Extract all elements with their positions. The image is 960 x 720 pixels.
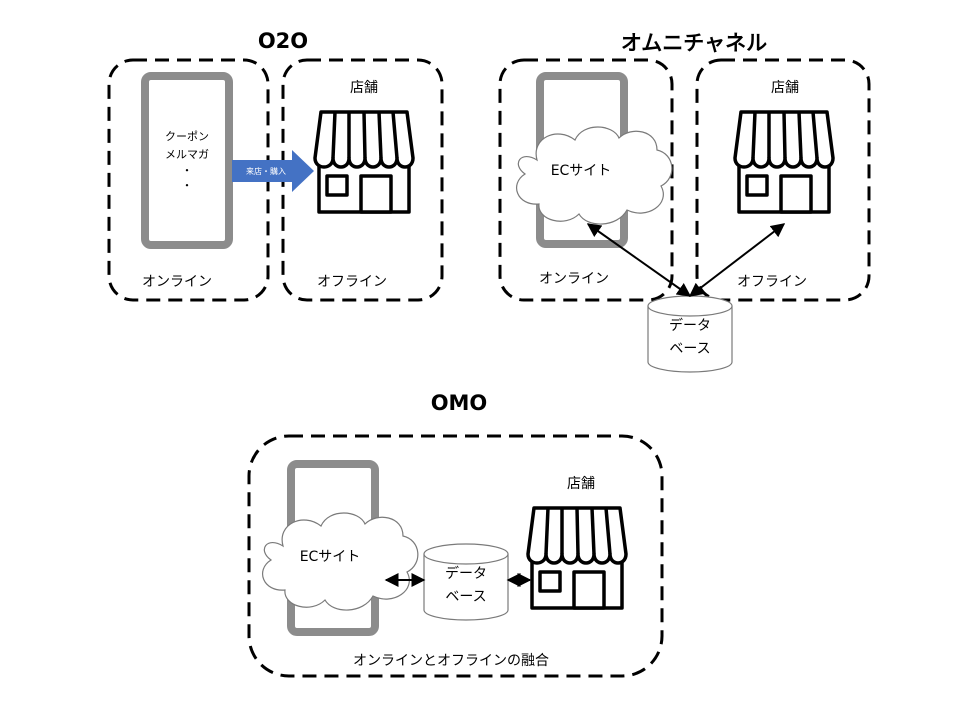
omni-online-box [498, 58, 674, 302]
o2o-visit-arrow: 来店・購入 [232, 150, 314, 192]
o2o-phone-line-dot-2: ・ [182, 179, 193, 192]
omo-store-icon [526, 506, 628, 610]
omni-db-line-1: データ [669, 317, 711, 334]
omni-store-icon [733, 110, 835, 214]
o2o-offline-label: オフライン [317, 274, 387, 290]
omo-box [247, 434, 664, 678]
o2o-phone-icon [141, 72, 233, 249]
omo-title: OMO [431, 391, 488, 415]
o2o-store-label: 店舗 [350, 80, 378, 96]
omni-db-line-2: ベース [669, 341, 710, 357]
o2o-section: O2O クーポン メルマガ ・ ・ 来店・購入 店舗 オンライン オフライン [107, 29, 444, 302]
omni-ec-label: ECサイト [551, 163, 612, 179]
o2o-phone-line-mailmag: メルマガ [165, 148, 209, 161]
omni-section: オムニチャネル ECサイト 店舗 オンライン オフライン データ ベース [498, 31, 871, 373]
omo-caption: オンラインとオフラインの融合 [353, 653, 549, 669]
omni-title: オムニチャネル [621, 31, 767, 55]
omo-db-line-2: ベース [445, 589, 486, 605]
o2o-title: O2O [258, 29, 308, 53]
o2o-phone-line-dot-1: ・ [182, 164, 193, 177]
omo-store-label: 店舗 [567, 476, 595, 492]
o2o-phone-line-coupon: クーポン [165, 130, 209, 143]
omo-db-line-1: データ [445, 565, 487, 582]
arrow-right-icon [232, 150, 314, 192]
omo-ec-label: ECサイト [300, 549, 361, 565]
omo-database-icon [423, 543, 509, 621]
o2o-online-label: オンライン [142, 274, 212, 290]
omni-online-label: オンライン [539, 271, 609, 287]
omni-database-icon [647, 295, 733, 373]
omni-store-db-link [688, 223, 786, 297]
o2o-phone-content: クーポン メルマガ ・ ・ [165, 130, 209, 192]
o2o-store-icon [313, 110, 415, 214]
omni-store-label: 店舗 [771, 80, 799, 96]
omni-offline-box [695, 58, 871, 302]
o2o-arrow-label: 来店・購入 [246, 166, 286, 176]
omo-section: OMO ECサイト データ ベース 店舗 オンラインとオフラインの融合 [247, 391, 664, 678]
omni-offline-label: オフライン [737, 274, 807, 290]
omni-ec-db-link [586, 223, 692, 297]
